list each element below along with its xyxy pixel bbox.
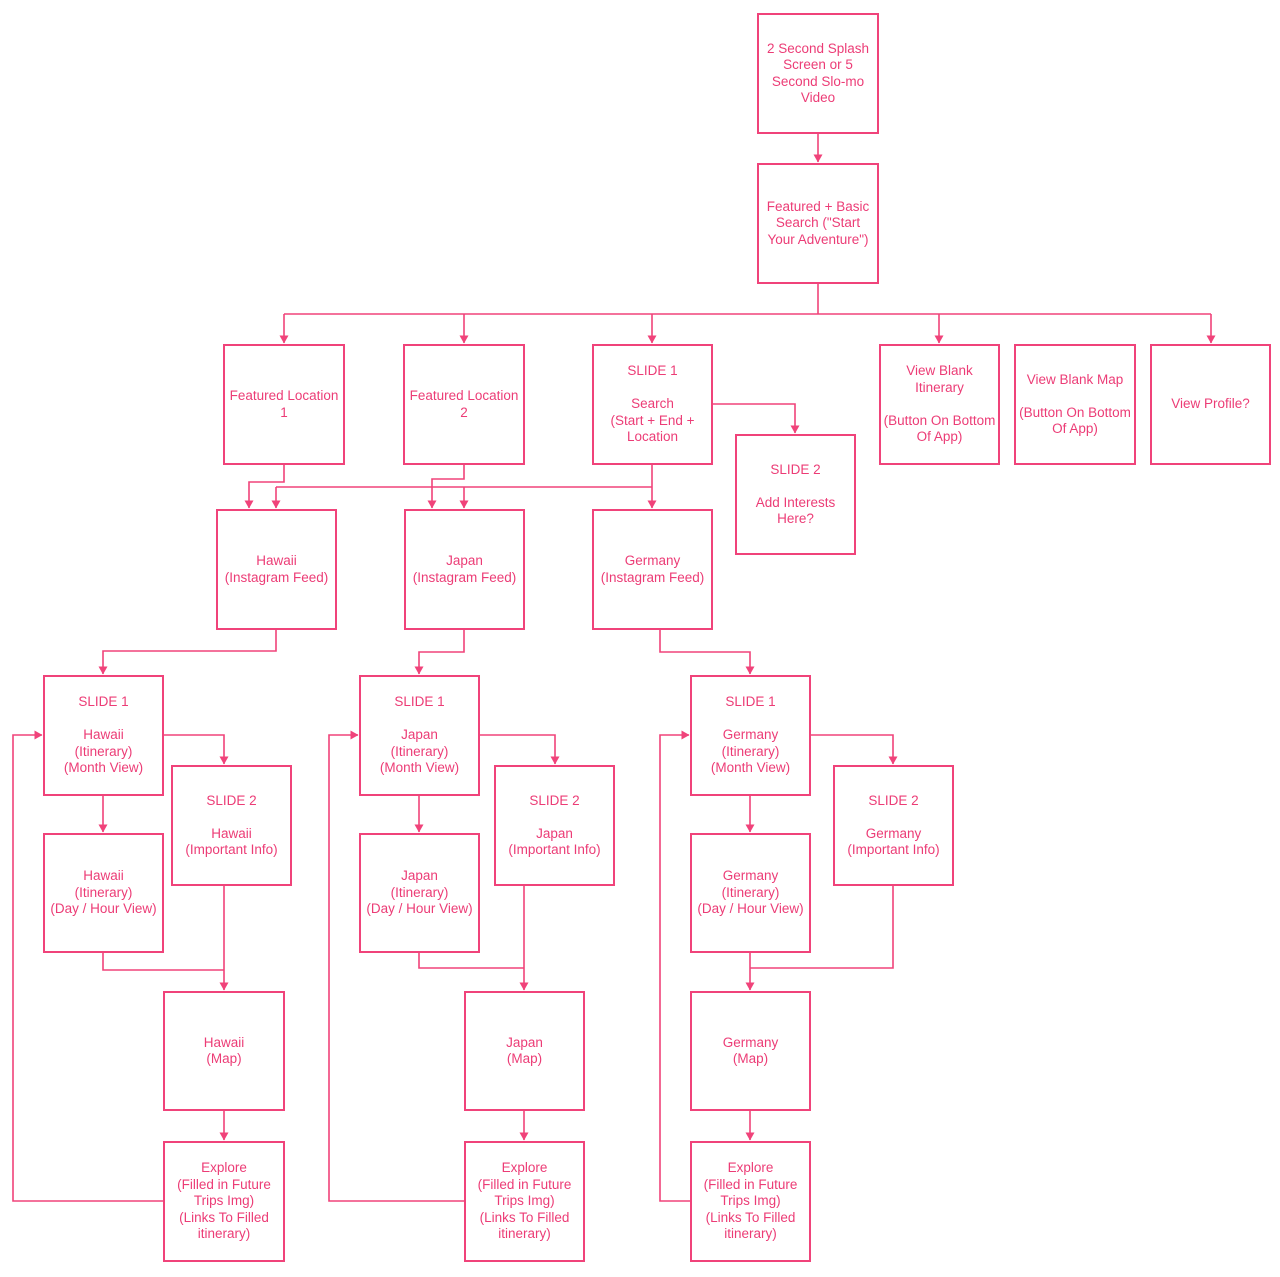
germany-explore-node: Explore (Filled in Future Trips Img) (Li… (690, 1141, 811, 1262)
connector-germany-slide1-to-slide2 (811, 734, 898, 765)
search-slide-1-node: SLIDE 1 Search (Start + End + Location (592, 344, 713, 465)
germany-feed-node: Germany (Instagram Feed) (592, 509, 713, 630)
featured-location-1-node: Featured Location 1 (223, 344, 345, 465)
featured-location-2-node: Featured Location 2 (403, 344, 525, 465)
hawaii-important-info-node: SLIDE 2 Hawaii (Important Info) (171, 765, 292, 886)
japan-itinerary-month-node: SLIDE 1 Japan (Itinerary) (Month View) (359, 675, 480, 796)
japan-itinerary-day-node: Japan (Itinerary) (Day / Hour View) (359, 833, 480, 953)
connector-germany-feed-to-itinerary (659, 630, 755, 675)
view-profile-node: View Profile? (1150, 344, 1271, 465)
connector-germany-info-to-map (750, 886, 894, 969)
connector-featured-1-to-hawaii (244, 465, 285, 509)
japan-map-node: Japan (Map) (464, 991, 585, 1111)
hawaii-explore-node: Explore (Filled in Future Trips Img) (Li… (163, 1141, 285, 1262)
connector-japan-slide1-to-slide2 (480, 734, 560, 765)
germany-itinerary-day-node: Germany (Itinerary) (Day / Hour View) (690, 833, 811, 953)
splash-screen-node: 2 Second Splash Screen or 5 Second Slo-m… (757, 13, 879, 134)
connector-japan-explore-loop (328, 730, 464, 1202)
hawaii-map-node: Hawaii (Map) (163, 991, 285, 1111)
connector-hawaii-slide1-to-slide2 (164, 734, 229, 765)
hawaii-itinerary-month-node: SLIDE 1 Hawaii (Itinerary) (Month View) (43, 675, 164, 796)
japan-feed-node: Japan (Instagram Feed) (404, 509, 525, 630)
view-blank-map-node: View Blank Map (Button On Bottom Of App) (1014, 344, 1136, 465)
connector-featured-2-to-japan (427, 465, 465, 509)
germany-important-info-node: SLIDE 2 Germany (Important Info) (833, 765, 954, 886)
search-slide-2-node: SLIDE 2 Add Interests Here? (735, 434, 856, 555)
connector-hawaii-day-to-map (102, 953, 224, 971)
featured-search-node: Featured + Basic Search ("Start Your Adv… (757, 163, 879, 284)
connector-hawaii-feed-to-itinerary (98, 630, 277, 675)
connector-japan-day-to-map (418, 953, 524, 969)
connector-search-slide1-to-slide2 (713, 403, 800, 434)
connector-japan-feed-to-itinerary (414, 630, 465, 675)
connector-germany-explore-loop (659, 730, 690, 1202)
germany-map-node: Germany (Map) (690, 991, 811, 1111)
connector-hawaii-explore-loop (12, 730, 164, 1202)
hawaii-feed-node: Hawaii (Instagram Feed) (216, 509, 337, 630)
japan-important-info-node: SLIDE 2 Japan (Important Info) (494, 765, 615, 886)
view-blank-itinerary-node: View Blank Itinerary (Button On Bottom O… (879, 344, 1000, 465)
hawaii-itinerary-day-node: Hawaii (Itinerary) (Day / Hour View) (43, 833, 164, 953)
japan-explore-node: Explore (Filled in Future Trips Img) (Li… (464, 1141, 585, 1262)
germany-itinerary-month-node: SLIDE 1 Germany (Itinerary) (Month View) (690, 675, 811, 796)
